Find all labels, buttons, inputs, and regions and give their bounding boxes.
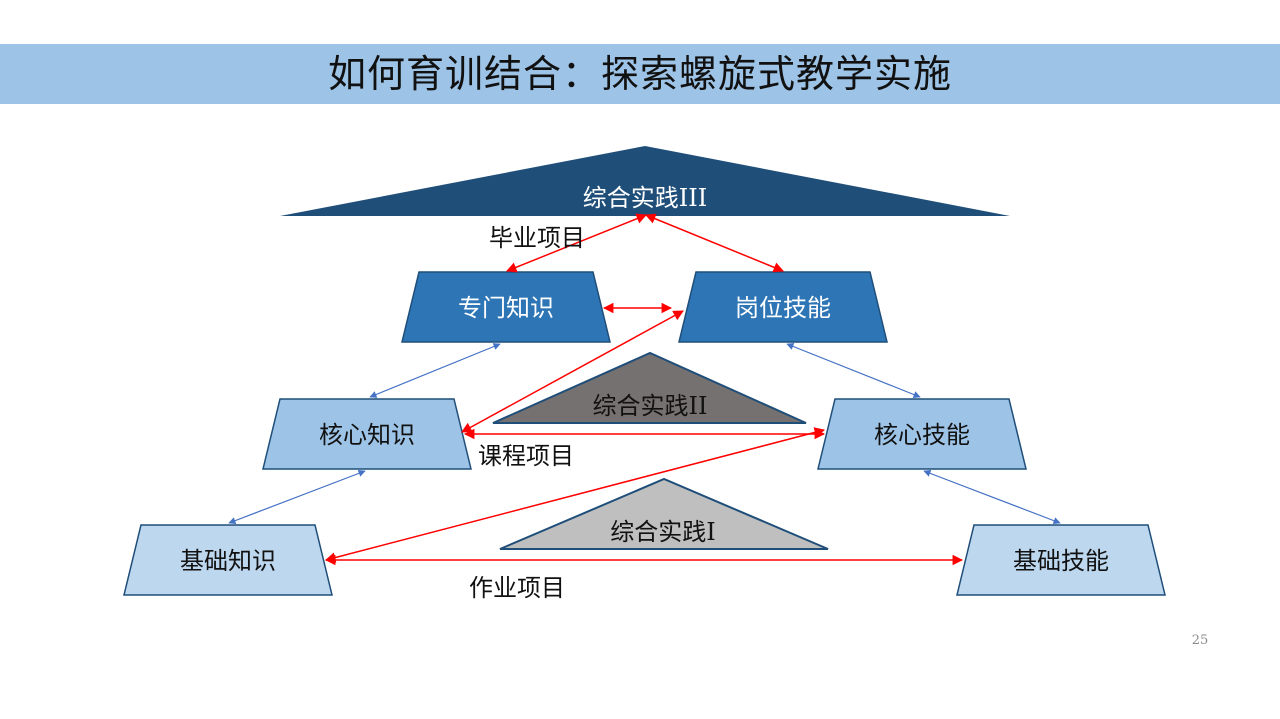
node-basic-knowledge-shape [123,524,333,596]
practice-bottom-label: 综合实践Ⅰ [610,518,715,546]
page-title: 如何育训结合：探索螺旋式教学实施 [327,52,952,96]
practice-top-shape [280,146,1010,216]
title-bar [0,44,1280,104]
project-label-homework: 作业项目 [469,574,565,602]
arrow-core-skills-to-basic-knowledge [324,427,826,563]
node-specialized-knowledge-label: 专门知识 [458,294,554,322]
practice-middle-label: 综合实践II [593,392,708,420]
node-job-skills: 岗位技能 [678,271,888,343]
node-basic-skills: 基础技能 [956,524,1166,596]
practice-top-group: 综合实践III [280,146,1010,216]
node-basic-skills-label: 基础技能 [1013,547,1109,575]
node-basic-skills-shape [956,524,1166,596]
page-number: 25 [1191,633,1209,648]
project-label-graduation: 毕业项目 [489,224,585,252]
arrow-job-skills-to-core-skills [786,343,921,398]
arrow-practice-top-to-specialized-knowledge [506,213,647,273]
node-specialized-knowledge: 专门知识 [401,271,611,343]
arrow-core-knowledge-to-basic-knowledge [228,469,366,525]
practice-top-label: 综合实践III [583,184,707,212]
red-arrows [324,213,964,566]
node-core-skills-label: 核心技能 [874,421,970,449]
practice-bottom-group: 综合实践Ⅰ [499,477,829,550]
project-label-course: 课程项目 [478,442,574,470]
node-core-knowledge-label: 核心知识 [319,421,415,449]
node-basic-knowledge-label: 基础知识 [180,547,276,575]
node-basic-knowledge: 基础知识 [123,524,333,596]
node-job-skills-shape [678,271,888,343]
practice-middle-group: 综合实践II [492,351,807,424]
arrow-specialized-knowledge-to-core-knowledge [369,343,501,398]
arrow-core-skills-to-basic-skills [923,469,1061,525]
arrow-job-skills-to-core-knowledge [461,310,684,433]
arrow-practice-top-to-job-skills [645,213,784,273]
blue-arrows [228,343,1061,525]
node-job-skills-label: 岗位技能 [735,294,831,322]
node-core-skills: 核心技能 [817,398,1027,470]
node-core-knowledge: 核心知识 [262,398,472,470]
